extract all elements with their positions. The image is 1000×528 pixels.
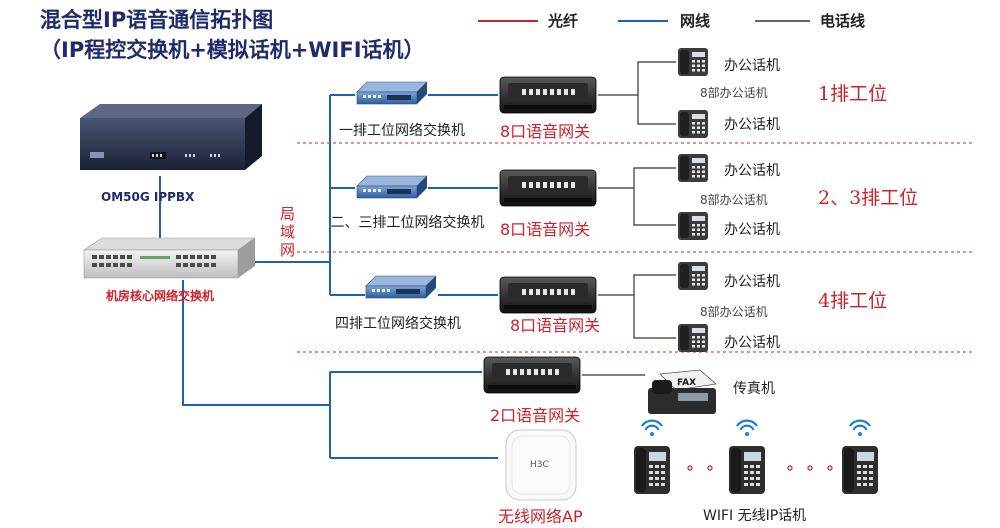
row1-phone-bottom (678, 110, 708, 138)
legend-phone-line-label: 电话线 (820, 12, 866, 30)
wifi-phone-3 (840, 419, 880, 496)
row2-network-switch (356, 175, 428, 199)
row4-switch-label: 四排工位网络交换机 (335, 316, 461, 332)
row2-phone-top-label: 办公话机 (724, 163, 780, 179)
row2-phone-bottom (678, 212, 708, 240)
row4-gateway-label: 8口语音网关 (510, 316, 601, 335)
row1-phone-count: 8部办公话机 (700, 86, 768, 100)
row4-phone-top-label: 办公话机 (724, 274, 780, 290)
row1-phone-bottom-label: 办公话机 (724, 117, 780, 133)
row4-phone-bottom (678, 324, 708, 352)
row2-phone-bottom-label: 办公话机 (724, 222, 780, 238)
row2-phone-top (678, 154, 708, 182)
row1-switch-label: 一排工位网络交换机 (339, 123, 465, 139)
row1-network-switch (356, 81, 428, 105)
row1-gateway-label: 8口语音网关 (500, 122, 591, 141)
row2-switch-label: 二、三排工位网络交换机 (330, 215, 485, 231)
row4-voice-gateway (499, 276, 597, 314)
fax-label: 传真机 (733, 381, 775, 397)
svg-text:FAX: FAX (677, 378, 696, 388)
row2-phone-count: 8部办公话机 (700, 193, 768, 207)
row1-phone-top-label: 办公话机 (724, 58, 780, 74)
row1-zone-label: 1排工位 (818, 83, 888, 105)
legend-network-label: 网线 (680, 12, 711, 30)
wifi-phone-label: WIFI 无线IP话机 (703, 508, 807, 524)
lan-label: 局域网 (280, 205, 296, 259)
row2-zone-label: 2、3排工位 (818, 187, 919, 209)
wifi-phone-1 (632, 419, 672, 496)
row4-phone-bottom-label: 办公话机 (724, 335, 780, 351)
phone-links (582, 61, 676, 376)
legend-fiber-label: 光纤 (548, 12, 579, 30)
fax-gateway-label: 2口语音网关 (490, 406, 581, 425)
row1-voice-gateway (499, 76, 597, 114)
fax-machine: FAX (648, 369, 717, 414)
wireless-ap (505, 429, 577, 501)
row2-gateway-label: 8口语音网关 (500, 220, 591, 239)
row4-phone-count: 8部办公话机 (700, 305, 768, 319)
page-title: 混合型IP语音通信拓扑图 (40, 8, 274, 32)
zone-separators (297, 142, 975, 353)
core-switch-device (83, 237, 256, 279)
row2-voice-gateway (499, 169, 597, 207)
fax-voice-gateway (483, 356, 581, 394)
ippbx-device (80, 104, 262, 170)
ap-label: 无线网络AP (498, 507, 583, 526)
pbx-label: OM50G IPPBX (101, 190, 195, 204)
row1-phone-top (678, 48, 708, 76)
ap-brand: H3C (530, 460, 549, 470)
network-links (159, 94, 498, 459)
row4-network-switch (365, 275, 437, 299)
page-subtitle: （IP程控交换机+模拟话机+WIFI话机） (40, 38, 425, 62)
core-switch-label: 机房核心网络交换机 (106, 289, 215, 303)
row4-zone-label: 4排工位 (818, 290, 888, 312)
wifi-phone-2 (727, 419, 767, 496)
wifi-phone-dots (687, 465, 833, 471)
row4-phone-top (678, 262, 708, 290)
